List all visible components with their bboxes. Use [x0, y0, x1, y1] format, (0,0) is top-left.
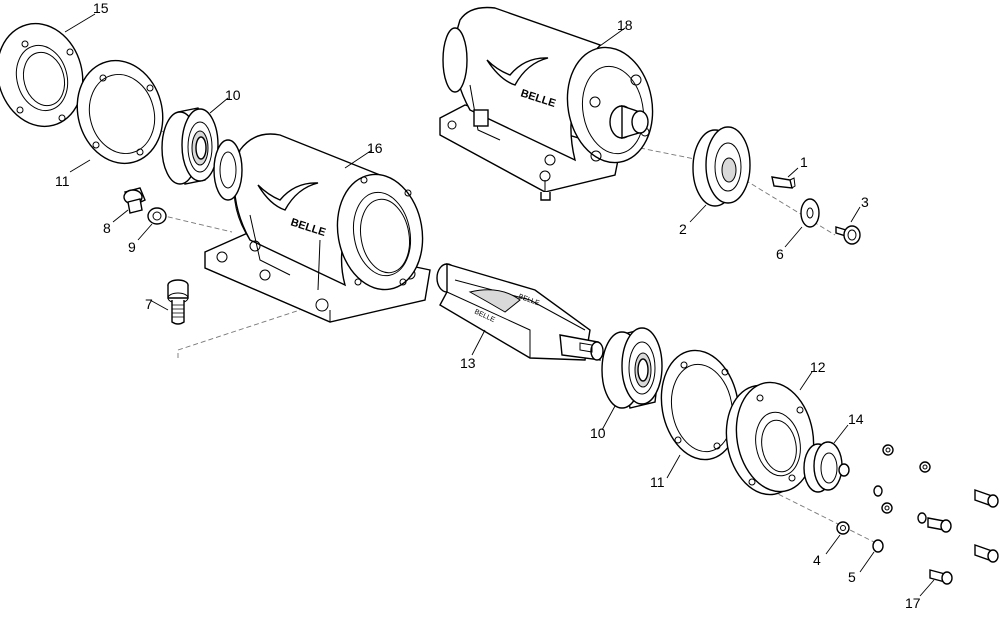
- label-part-2: 2: [679, 221, 687, 237]
- label-part-14: 14: [848, 411, 864, 427]
- part-9-washer: [147, 207, 167, 225]
- label-part-9: 9: [128, 239, 136, 255]
- label-part-10-bottom: 10: [590, 425, 606, 441]
- label-part-12: 12: [810, 359, 826, 375]
- label-part-8: 8: [103, 220, 111, 236]
- part-3-bolt: [835, 225, 861, 245]
- label-part-6: 6: [776, 246, 784, 262]
- label-part-15: 13: [460, 355, 476, 371]
- part-10-bearing-bottom: [601, 327, 663, 409]
- label-part-11-bottom: 11: [650, 474, 665, 490]
- part-11-gasket-bottom: [660, 349, 740, 461]
- part-15-eccentric-shaft: BELLE BELLE: [436, 263, 604, 361]
- part-8-plug: [123, 187, 146, 214]
- bolt-13c: [974, 544, 999, 563]
- part-7-cap-screw: [167, 279, 189, 325]
- part-4-washer-set: [836, 444, 931, 535]
- leader-lines: [64, 13, 935, 597]
- label-part-4: 4: [813, 552, 821, 568]
- label-part-17: 15: [93, 0, 109, 16]
- bolt-13d: [929, 569, 953, 585]
- part-12-flange: [725, 381, 815, 496]
- bolt-13a: [974, 489, 999, 508]
- label-part-10-top: 10: [225, 87, 241, 103]
- part-1-key: [771, 176, 796, 189]
- part-2-pulley: [692, 126, 751, 207]
- part-13-bolt-set: [927, 489, 999, 585]
- part-11-gasket-top: [76, 59, 164, 165]
- part-labels: 15 18 16 10 11 8 9 7 1 2 3 6 13 10 11 12…: [55, 0, 921, 611]
- label-part-11-top: 11: [55, 173, 70, 189]
- part-17-end-flange: [0, 22, 84, 128]
- label-part-7: 7: [145, 296, 153, 312]
- label-part-13: 17: [905, 595, 921, 611]
- bolt-13b: [927, 517, 952, 533]
- label-part-16: 16: [367, 140, 383, 156]
- part-14-seal: [803, 441, 850, 493]
- label-part-1: 1: [800, 154, 808, 170]
- label-part-5: 5: [848, 569, 856, 585]
- label-part-3: 3: [861, 194, 869, 210]
- part-6-washer: [800, 198, 820, 228]
- part-5-lock-washer-set: [872, 485, 927, 553]
- part-10-bearing-top: [161, 107, 219, 185]
- part-18-vibrator-assembly: BELLE: [439, 6, 654, 201]
- part-16-vibrator-housing: BELLE: [204, 133, 431, 323]
- label-part-18: 18: [617, 17, 633, 33]
